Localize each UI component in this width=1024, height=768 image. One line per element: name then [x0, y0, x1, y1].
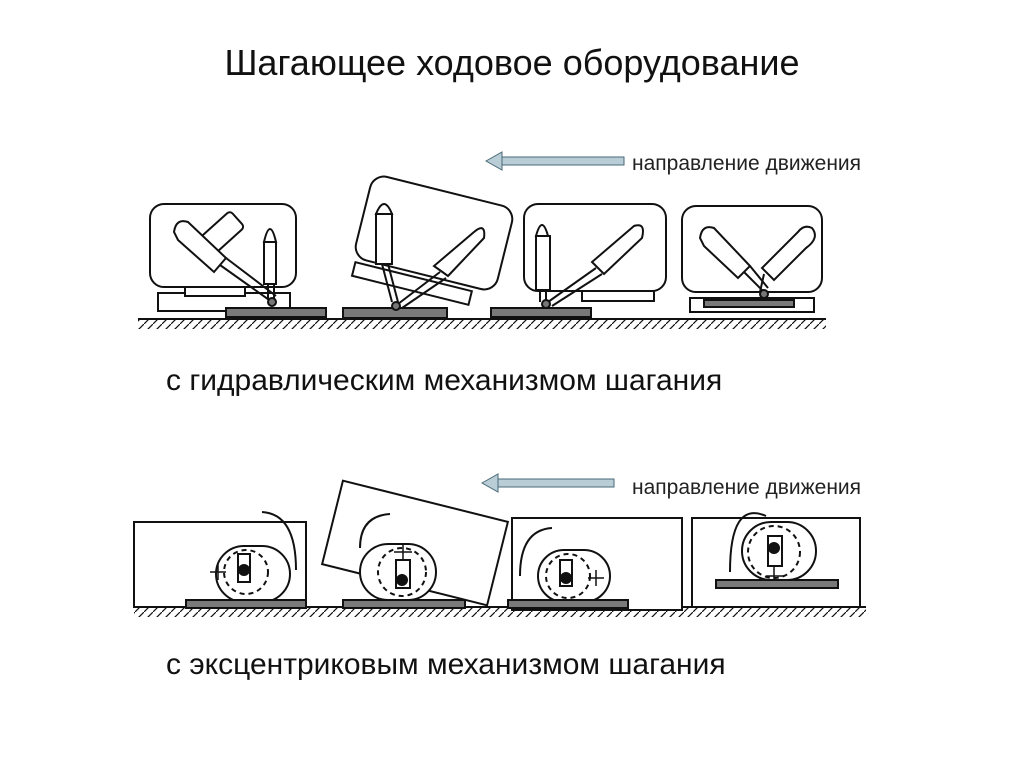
- direction-label-top: направление движения: [632, 152, 862, 175]
- eccentric-unit-2: [320, 479, 510, 609]
- caption-hydraulic: с гидравлическим механизмом шагания: [166, 364, 723, 397]
- hydraulic-unit-3: [490, 203, 667, 318]
- hydraulic-unit-2: [342, 175, 514, 319]
- caption-eccentric: с эксцентриковым механизмом шагания: [166, 648, 726, 681]
- eccentric-unit-3: [507, 517, 683, 611]
- eccentric-unit-4: [691, 512, 861, 608]
- direction-label-bottom: направление движения: [632, 476, 862, 499]
- eccentric-unit-1: [133, 511, 307, 609]
- slide-title: Шагающее ходовое оборудование: [224, 42, 800, 83]
- direction-arrow-bottom: [480, 473, 615, 493]
- ground-top: [138, 318, 826, 329]
- hydraulic-unit-1: [149, 203, 327, 318]
- direction-arrow-top: [484, 151, 625, 171]
- hydraulic-unit-4: [681, 205, 823, 313]
